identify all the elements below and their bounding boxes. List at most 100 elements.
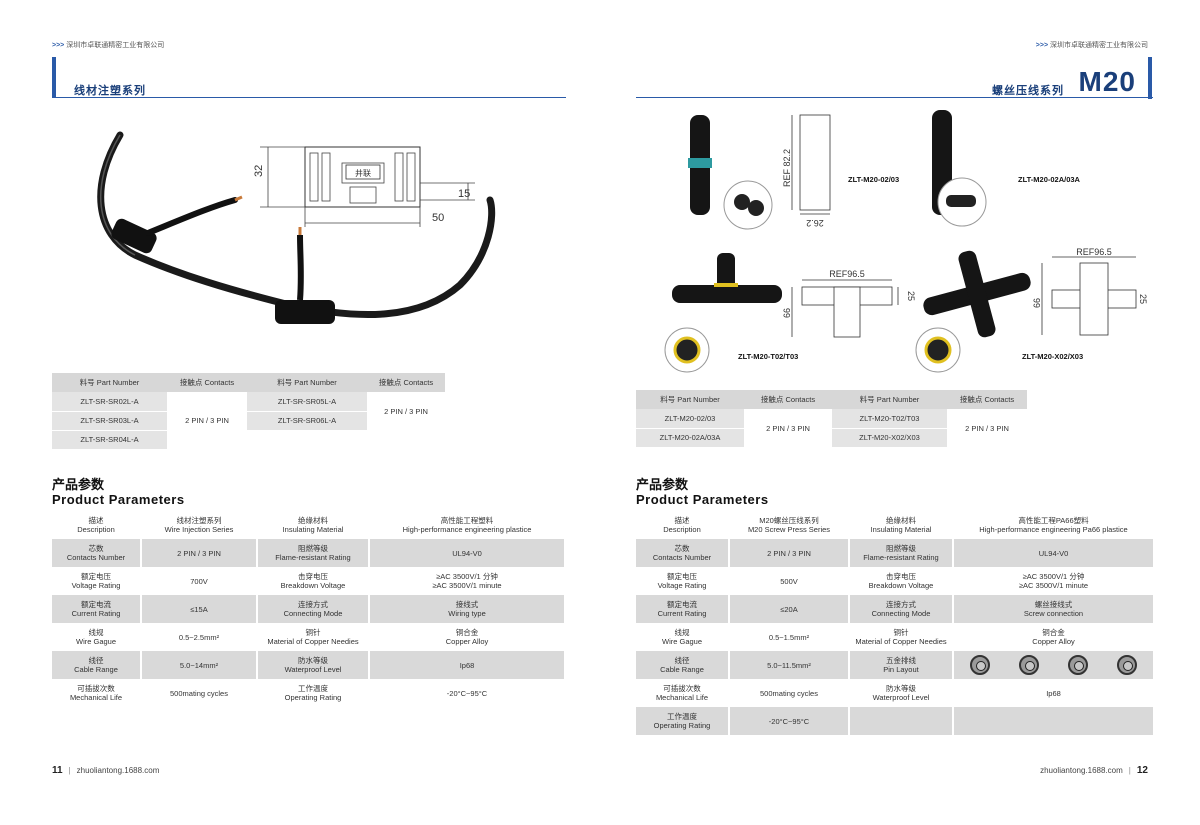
param-title-cn: 产品参数 bbox=[52, 477, 105, 492]
contacts-cell: 2 PIN / 3 PIN bbox=[367, 392, 445, 430]
part-number-table: 料号 Part Number 接触点 Contacts 料号 Part Numb… bbox=[636, 390, 1027, 448]
page-footer: zhuoliantong.1688.com|12 bbox=[1040, 765, 1148, 776]
param-value: -20°C~95°C bbox=[730, 707, 848, 735]
param-value: -20°C~95°C bbox=[446, 688, 488, 698]
pin-layout-icon bbox=[1116, 655, 1137, 675]
dim-ref822: REF 82.2 bbox=[782, 149, 792, 187]
company-header: >>> 深圳市卓联通精密工业有限公司 bbox=[1035, 42, 1148, 49]
param-value: ≤20A bbox=[730, 595, 848, 623]
series-divider bbox=[52, 97, 566, 98]
contacts-cell: 2 PIN / 3 PIN bbox=[744, 409, 832, 447]
param-value: 500mating cycles bbox=[170, 688, 228, 698]
site-link[interactable]: zhuoliantong.1688.com bbox=[1040, 766, 1123, 775]
part-number-cell: ZLT-SR-SR02L-A bbox=[52, 392, 167, 412]
param-value: 0.5~1.5mm² bbox=[768, 632, 810, 642]
table-header: 接触点 Contacts bbox=[744, 390, 832, 409]
param-value: 500V bbox=[780, 576, 798, 586]
dim-25-t: 25 bbox=[906, 291, 916, 301]
dim-ref965-x: REF96.5 bbox=[1076, 247, 1112, 257]
dim-ref965-t: REF96.5 bbox=[829, 269, 865, 279]
page-footer: 11|zhuoliantong.1688.com bbox=[52, 765, 160, 776]
dim-262: 26.2 bbox=[806, 218, 824, 228]
dim-depth-label: 15 bbox=[458, 188, 470, 200]
series-title: 线材注塑系列 bbox=[74, 85, 146, 97]
param-value: ≤15A bbox=[142, 595, 256, 623]
pin-layout-icon bbox=[1067, 655, 1088, 675]
table-header: 接触点 Contacts bbox=[167, 373, 247, 392]
page-left: >>> 深圳市卓联通精密工业有限公司 线材注塑系列 bbox=[52, 42, 566, 776]
product-illustration-tee-cross: REF96.5 66 25 REF96.5 66 25 bbox=[662, 245, 1148, 375]
param-value: UL94-V0 bbox=[954, 539, 1153, 567]
series-accent-bar bbox=[1148, 57, 1152, 99]
series-accent-bar bbox=[52, 57, 56, 97]
contacts-cell: 2 PIN / 3 PIN bbox=[947, 409, 1027, 447]
page-number: 11 bbox=[52, 765, 63, 776]
site-link[interactable]: zhuoliantong.1688.com bbox=[76, 766, 160, 775]
dim-66-t: 66 bbox=[782, 308, 792, 318]
series-model-code: M20 bbox=[1078, 66, 1136, 97]
table-header: 接触点 Contacts bbox=[947, 390, 1027, 409]
param-value: 0.5~2.5mm² bbox=[178, 632, 220, 642]
product-illustration: 32 15 50 井联 bbox=[60, 105, 560, 355]
part-number-cell: ZLT-M20-X02/X03 bbox=[832, 428, 947, 448]
part-number-cell: ZLT-M20-02A/03A bbox=[636, 428, 744, 448]
param-title-cn: 产品参数 bbox=[636, 477, 689, 492]
molded-cable-drawing: 32 15 50 井联 bbox=[97, 131, 496, 324]
company-header: >>> 深圳市卓联通精密工业有限公司 bbox=[52, 42, 165, 49]
series-title: 螺丝压线系列 bbox=[992, 85, 1064, 97]
pin-layout-icon bbox=[970, 655, 991, 675]
contacts-cell: 2 PIN / 3 PIN bbox=[167, 392, 247, 449]
drawing-logo-text: 井联 bbox=[355, 168, 371, 178]
part-number-cell: ZLT-SR-SR06L-A bbox=[247, 411, 367, 431]
table-header: 接触点 Contacts bbox=[367, 373, 445, 392]
dim-25-x: 25 bbox=[1138, 294, 1148, 304]
table-header: 料号 Part Number bbox=[247, 373, 367, 392]
table-header: 料号 Part Number bbox=[832, 390, 947, 409]
param-value: 2 PIN / 3 PIN bbox=[730, 539, 848, 567]
part-number-cell: ZLT-M20-02/03 bbox=[636, 409, 744, 429]
param-value: Ip68 bbox=[1046, 688, 1061, 698]
part-number-cell: ZLT-SR-SR04L-A bbox=[52, 430, 167, 450]
dimension-drawing: 32 15 50 井联 bbox=[253, 146, 475, 227]
model-label-d: ZLT-M20-X02/X03 bbox=[1022, 352, 1084, 361]
param-value: 5.0~11.5mm² bbox=[730, 651, 848, 679]
part-number-cell: ZLT-SR-SR05L-A bbox=[247, 392, 367, 412]
table-header: 料号 Part Number bbox=[52, 373, 167, 392]
param-title-en: Product Parameters bbox=[52, 492, 185, 507]
param-title-en: Product Parameters bbox=[636, 492, 769, 507]
